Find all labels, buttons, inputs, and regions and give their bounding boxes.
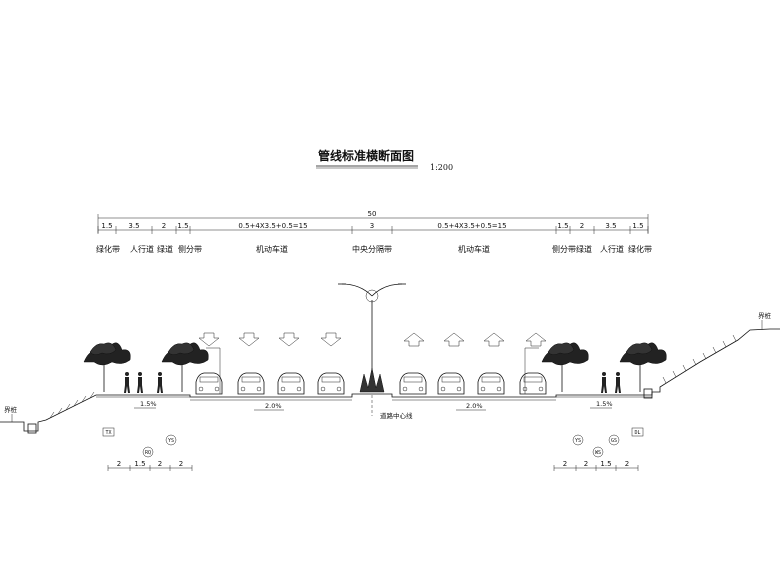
- car-icon: [195, 372, 223, 395]
- pipe-box-dl: [631, 427, 644, 437]
- pipe-dim-label: 2: [117, 460, 121, 468]
- pipe-label: YS: [575, 438, 581, 444]
- right-lane-direction-arrows: [403, 332, 547, 347]
- pipe-circle-ws: [592, 446, 604, 458]
- right-ditch: [643, 388, 653, 399]
- overall-width-label: 50: [368, 210, 377, 218]
- segment-ticks: [97, 226, 649, 234]
- car-icon: [399, 372, 427, 395]
- pedestrian-icon: [124, 372, 130, 393]
- pipe-dim-label: 2: [584, 460, 588, 468]
- segment-label: 2: [580, 222, 584, 230]
- pipe-dim-ticks: [107, 465, 639, 471]
- boundary-label-right: 界桩: [758, 311, 772, 320]
- pipe-label: GS: [611, 438, 617, 444]
- pipe-circle-rq: [142, 446, 154, 458]
- trees-group: [83, 342, 667, 392]
- pipe-circle-ys: [165, 434, 177, 446]
- drawing-scale: 1:200: [430, 163, 453, 172]
- segment-label: 0.5+4X3.5+0.5=15: [238, 222, 307, 230]
- zone-label-left-green: 绿化带: [96, 244, 120, 254]
- zone-label-right-sidewalk: 人行道: [600, 244, 624, 254]
- pipe-circle-ys-right: [572, 434, 584, 446]
- boundary-label-left: 界桩: [4, 405, 18, 414]
- segment-labels: 1.5 3.5 2 1.5 0.5+4X3.5+0.5=15 3 0.5+4X3…: [101, 222, 643, 230]
- left-slope-hatching: [49, 391, 95, 419]
- segment-label: 1.5: [557, 222, 568, 230]
- tree-icon: [83, 342, 131, 392]
- zone-label-left-greenway: 绿道: [157, 244, 173, 254]
- pipe-label: TX: [105, 430, 111, 436]
- centerline-label: 道路中心线: [380, 411, 413, 420]
- slope-label-left-sidewalk: 1.5%: [140, 400, 157, 408]
- car-icon: [477, 372, 505, 395]
- drawing-title: 管线标准横断面图: [318, 148, 414, 163]
- right-slope-hatching: [662, 334, 737, 384]
- car-icon: [437, 372, 465, 395]
- cars-group: [195, 372, 547, 395]
- car-icon: [237, 372, 265, 395]
- left-lane-direction-arrows: [198, 332, 342, 347]
- tree-icon: [619, 342, 667, 392]
- segment-label: 1.5: [177, 222, 188, 230]
- zone-label-median: 中央分隔带: [352, 244, 392, 254]
- pedestrian-icon: [601, 372, 607, 393]
- pedestrians-group: [124, 372, 621, 393]
- pipe-label: RQ: [145, 450, 151, 456]
- segment-label: 3.5: [605, 222, 616, 230]
- right-sign-pole-icon: [524, 347, 539, 394]
- pedestrian-icon: [615, 372, 621, 393]
- pipe-dim-label: 2: [625, 460, 629, 468]
- pipe-box-tx: [102, 427, 115, 437]
- zone-label-right-side-divider-greenway: 侧分带绿道: [552, 244, 592, 254]
- left-ditch: [27, 423, 37, 434]
- left-sign-pole-icon: [206, 347, 221, 394]
- pipe-labels-left: TX RQ YS: [102, 427, 177, 458]
- car-icon: [317, 372, 345, 395]
- pipe-dim-label: 2: [179, 460, 183, 468]
- pedestrian-icon: [137, 372, 143, 393]
- segment-label: 1.5: [632, 222, 643, 230]
- zone-label-right-green: 绿化带: [628, 244, 652, 254]
- zone-label-left-carriageway: 机动车道: [256, 244, 288, 254]
- ground-profile: [0, 328, 780, 432]
- slope-label-left-road: 2.0%: [265, 402, 282, 410]
- segment-label: 2: [162, 222, 166, 230]
- pipe-dim-label: 2: [158, 460, 162, 468]
- car-icon: [277, 372, 305, 395]
- segment-label: 3: [370, 222, 374, 230]
- pipe-label: YS: [168, 438, 174, 444]
- pipe-circle-gs: [608, 434, 620, 446]
- zone-label-left-side-divider: 侧分带: [178, 244, 202, 254]
- pipe-dim-label: 2: [563, 460, 567, 468]
- segment-label: 1.5: [101, 222, 112, 230]
- pipe-dim-label: 1.5: [134, 460, 145, 468]
- tree-icon: [161, 342, 209, 392]
- pipe-label: DL: [634, 430, 640, 436]
- pedestrian-icon: [157, 372, 163, 393]
- segment-label: 0.5+4X3.5+0.5=15: [437, 222, 506, 230]
- zone-label-right-carriageway: 机动车道: [458, 244, 490, 254]
- pipe-label: WS: [595, 450, 601, 456]
- zone-label-left-sidewalk: 人行道: [130, 244, 154, 254]
- slope-label-right-sidewalk: 1.5%: [596, 400, 613, 408]
- street-lamp-icon: [338, 283, 406, 372]
- tree-icon: [541, 342, 589, 392]
- pipe-labels-right: YS GS WS DL: [572, 427, 644, 458]
- pipe-dim-label: 1.5: [600, 460, 611, 468]
- car-icon: [519, 372, 547, 395]
- median-shrub-icon: [359, 367, 385, 393]
- segment-label: 3.5: [128, 222, 139, 230]
- slope-label-right-road: 2.0%: [466, 402, 483, 410]
